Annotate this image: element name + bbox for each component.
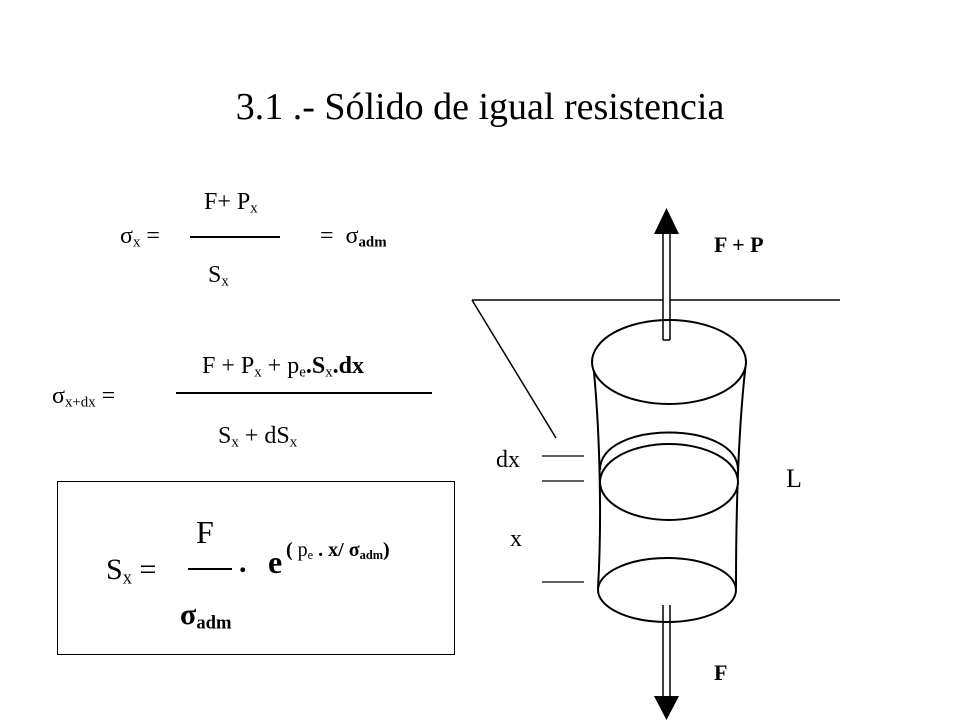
sigma-symbol: σ [345,223,359,249]
sigma-symbol: σ [120,223,133,249]
result-box [57,481,455,655]
length-label: L [786,464,802,493]
eq1-rhs: = σadm [320,223,387,251]
result-lhs: Sx = [106,553,157,589]
result-exp-base: e [268,544,283,580]
top-force-label: F + P [714,232,764,257]
result-denominator: σadm [180,598,232,634]
support-line [471,299,557,439]
eq2-fraction-bar [176,392,432,394]
top-arrow-head [654,208,679,234]
eq2-denominator: Sx + dSx [218,423,298,451]
eq2-numerator: F + Px + pe.Sx.dx [202,353,364,381]
eq1-denominator: Sx [208,262,229,290]
result-numerator: F [196,514,214,550]
top-ellipse [591,319,747,405]
result-fraction-bar [188,568,232,570]
bottom-arrow-head [654,696,679,720]
page-title: 3.1 .- Sólido de igual resistencia [235,86,725,128]
eq2-lhs: σx+dx = [52,383,116,411]
eq1-fraction-bar [190,236,280,238]
sigma-symbol: σ [52,383,65,409]
solid-body-left-edge [592,361,602,589]
slice-upper-ellipse [599,431,739,471]
sigma-symbol: σ [348,539,360,561]
bottom-ellipse [597,557,737,623]
result-dot: . [239,546,247,579]
eq1-lhs: σx = [120,223,160,251]
slice-lower-ellipse [599,443,739,521]
bottom-force-label: F [714,660,728,685]
solid-body-right-edge [735,361,747,589]
result-exponent: ( pe . x/ σadm) [286,539,390,563]
dx-label: dx [496,447,520,473]
x-label: x [510,526,522,552]
eq1-numerator: F+ Px [204,189,258,217]
sigma-symbol: σ [180,598,197,631]
